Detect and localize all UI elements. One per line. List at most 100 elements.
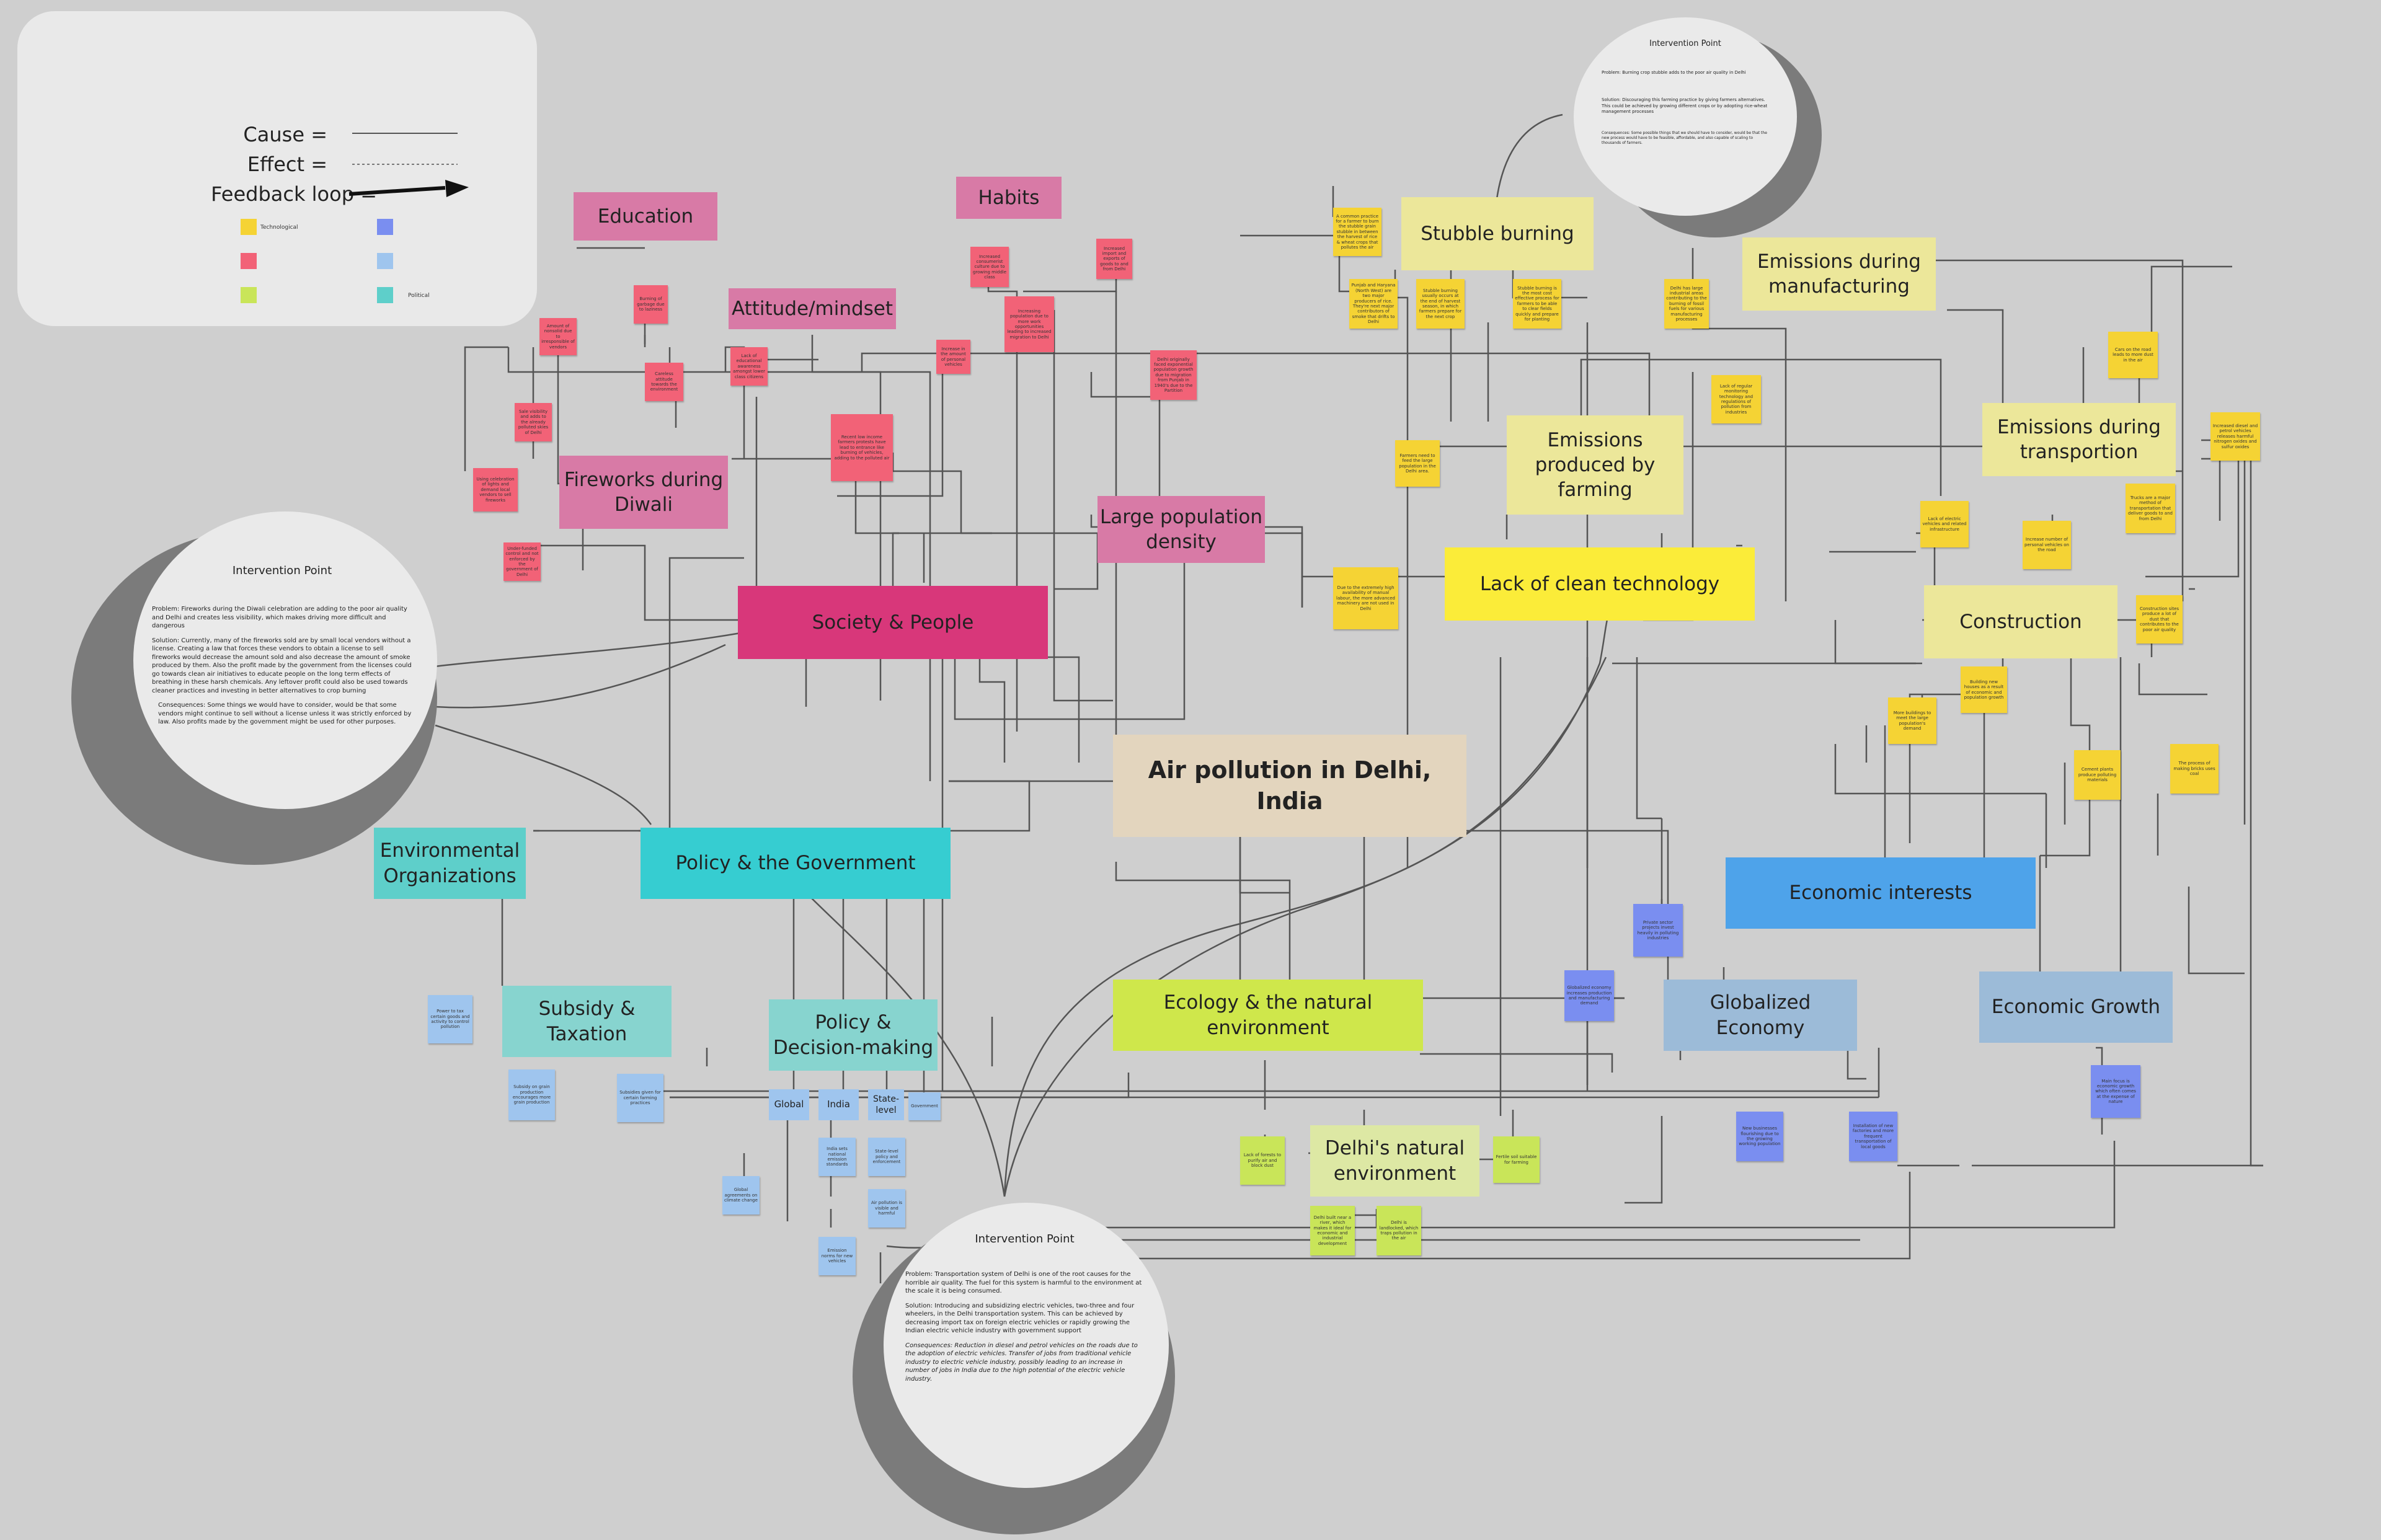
sticky-more-buildings[interactable]: More buildings to meet the large populat… <box>1888 697 1936 744</box>
node-construction[interactable]: Construction <box>1924 585 2117 658</box>
sticky-india-note[interactable]: India sets national emission standards <box>818 1138 856 1176</box>
sticky-sales-fireworks[interactable]: Sale visibility and adds to the already … <box>515 403 552 441</box>
node-policy-government[interactable]: Policy & the Government <box>641 828 951 899</box>
sticky-punjab-haryana[interactable]: Punjab and Haryana (North West) are two … <box>1349 279 1398 329</box>
legend-yellow-swatch <box>241 219 257 235</box>
sticky-lb1[interactable]: Air pollution is visible and harmful <box>868 1189 905 1228</box>
sticky-lb2[interactable]: Emission norms for new vehicles <box>818 1237 856 1275</box>
intervention-bottom-title: Intervention Point <box>975 1232 1075 1246</box>
sticky-trucks[interactable]: Trucks are a major method of transportat… <box>2126 484 2175 533</box>
legend-green-swatch <box>241 287 257 303</box>
sticky-subsidy-grain[interactable]: Subsidy on grain production encourages m… <box>508 1069 555 1120</box>
intervention-bottom-consequences: Consequences: Reduction in diesel and pe… <box>905 1342 1138 1383</box>
sticky-new-businesses[interactable]: New businesses flourishing due to the gr… <box>1736 1112 1783 1161</box>
center-node-air-pollution[interactable]: Air pollution in Delhi, India <box>1113 735 1466 837</box>
node-economic-interests[interactable]: Economic interests <box>1726 857 2036 929</box>
node-global[interactable]: Global <box>769 1089 809 1120</box>
intervention-top-problem: Problem: Burning crop stubble adds to th… <box>1602 70 1746 75</box>
sticky-state-note[interactable]: State-level policy and enforcement <box>868 1138 905 1176</box>
node-india[interactable]: India <box>818 1089 859 1120</box>
sticky-pesticides[interactable]: Lack of regular monitoring technology an… <box>1711 375 1761 423</box>
node-subsidy-taxation[interactable]: Subsidy & Taxation <box>502 986 672 1057</box>
sticky-building-houses[interactable]: Building new houses as a result of econo… <box>1961 666 2007 713</box>
sticky-increase-personal[interactable]: Increase number of personal vehicles on … <box>2023 521 2071 569</box>
node-fireworks[interactable]: Fireworks during Diwali <box>559 456 728 529</box>
intervention-left-consequences: Consequences: Some things we would have … <box>158 702 412 725</box>
sticky-amount-nonsolid[interactable]: Amount of nonsolid due to irresponsible … <box>539 318 577 355</box>
sticky-increased-diesel[interactable]: Increased diesel and petrol vehicles rel… <box>2210 412 2260 461</box>
sticky-delhi-factories[interactable]: Delhi has large industrial areas contrib… <box>1664 279 1709 329</box>
sticky-burning-garbage[interactable]: Burning of garbage due to laziness <box>634 285 668 324</box>
legend-pol-label: Political <box>408 293 430 299</box>
intervention-left-title: Intervention Point <box>232 564 332 577</box>
sticky-gov-note[interactable]: Government <box>908 1092 941 1120</box>
sticky-installation[interactable]: Installation of new factories and more f… <box>1849 1112 1897 1161</box>
sticky-global-note[interactable]: Global agreements on climate change <box>722 1176 760 1215</box>
intervention-left[interactable]: Intervention Point Problem: Fireworks du… <box>71 511 443 865</box>
sticky-increase-in-amount[interactable]: Increase in the amount of personal vehic… <box>936 340 970 374</box>
intervention-top[interactable]: Intervention Point Problem: Burning crop… <box>1574 17 1822 237</box>
sticky-power-to-tax[interactable]: Power to tax certain goods and activity … <box>428 995 472 1043</box>
intervention-left-solution: Solution: Currently, many of the firewor… <box>152 637 412 694</box>
node-habits[interactable]: Habits <box>956 177 1062 219</box>
sticky-stubble-farmers[interactable]: Stubble burning is the most cost effecti… <box>1513 279 1561 329</box>
sticky-subsidy-note[interactable]: Subsidies given for certain farming prac… <box>617 1074 663 1122</box>
legend-teal-swatch <box>377 287 393 303</box>
node-economic-growth[interactable]: Economic Growth <box>1979 971 2173 1043</box>
sticky-increased-vehicle[interactable]: Increased consumerist culture due to gro… <box>970 247 1009 287</box>
intervention-bottom-solution: Solution: Introducing and subsidizing el… <box>905 1302 1135 1335</box>
intervention-top-solution: Solution: Discouraging this farming prac… <box>1602 97 1768 115</box>
node-ecology[interactable]: Ecology & the natural environment <box>1113 980 1423 1051</box>
sticky-farm-feed[interactable]: Farmers need to feed the large populatio… <box>1395 440 1440 487</box>
node-emissions-farming[interactable]: Emissions produced by farming <box>1507 415 1683 515</box>
node-society[interactable]: Society & People <box>738 586 1048 659</box>
node-state-level[interactable]: State-level <box>868 1089 904 1120</box>
sticky-stubble-cheap[interactable]: Stubble burning usually occurs at the en… <box>1416 279 1465 329</box>
sticky-lack-forests[interactable]: Lack of forests to purify air and block … <box>1240 1136 1285 1185</box>
sticky-cement[interactable]: Cement plants produce polluting material… <box>2074 750 2121 800</box>
sticky-increased-imports[interactable]: Increased import and exports of goods to… <box>1096 239 1132 279</box>
sticky-delhi-landlocked[interactable]: Delhi is landlocked, which traps polluti… <box>1377 1206 1421 1255</box>
legend-panel: Cause = Effect = Feedback loop = Technol… <box>17 11 537 326</box>
node-policy-decision-making[interactable]: Policy & Decision-making <box>769 999 938 1071</box>
sticky-under-control[interactable]: Under-funded control and not enforced by… <box>503 542 541 581</box>
sticky-stubble-note[interactable]: A common practice for a farmer to burn t… <box>1333 208 1381 256</box>
legend-cause-label: Cause = <box>243 123 327 146</box>
intervention-left-problem: Problem: Fireworks during the Diwali cel… <box>152 606 407 629</box>
legend-blue-swatch <box>377 219 393 235</box>
node-globalized-economy[interactable]: Globalized Economy <box>1664 980 1857 1051</box>
legend-effect-label: Effect = <box>247 153 327 176</box>
sticky-increasing-job[interactable]: Increasing population due to more work o… <box>1004 296 1054 352</box>
intervention-top-title: Intervention Point <box>1649 39 1721 48</box>
intervention-bottom[interactable]: Intervention Point Problem: Transportati… <box>853 1203 1187 1534</box>
sticky-private-sector[interactable]: Private sector projects invest heavily i… <box>1633 904 1683 957</box>
sticky-main-focus[interactable]: Main focus is economic growth which ofte… <box>2091 1065 2140 1118</box>
sticky-delhi-built[interactable]: Delhi built near a river, which makes it… <box>1310 1206 1355 1255</box>
legend-tech-label: Technological <box>260 224 298 231</box>
sticky-globalized-economy-note[interactable]: Globalized economy increases production … <box>1564 970 1614 1021</box>
legend-lines <box>348 133 469 197</box>
node-emissions-transportation[interactable]: Emissions during transportion <box>1982 403 2176 476</box>
node-lack-clean-technology[interactable]: Lack of clean technology <box>1445 547 1755 621</box>
legend-pink-swatch <box>241 253 257 269</box>
node-delhi-natural-environment[interactable]: Delhi's natural environment <box>1310 1125 1479 1197</box>
node-education[interactable]: Education <box>574 192 717 241</box>
sticky-recent-low-income[interactable]: Recent low income farmers protests have … <box>831 414 893 481</box>
sticky-lack-awareness[interactable]: Lack of educational awareness amongst lo… <box>730 347 768 386</box>
sticky-using-celebration[interactable]: Using celebration of lights and demand l… <box>473 468 518 511</box>
node-attitude[interactable]: Attitude/mindset <box>729 288 896 329</box>
sticky-process-bricks[interactable]: The process of making bricks uses coal <box>2170 744 2219 794</box>
node-emissions-manufacturing[interactable]: Emissions during manufacturing <box>1742 237 1936 311</box>
legend-lightblue-swatch <box>377 253 393 269</box>
sticky-due-to-extreme[interactable]: Due to the extremely high availability o… <box>1333 567 1398 629</box>
sticky-construction-sites[interactable]: Construction sites produce a lot of dust… <box>2136 595 2183 644</box>
sticky-delhi-originally[interactable]: Delhi originally faced exponential popul… <box>1150 350 1197 400</box>
node-population-density[interactable]: Large population density <box>1097 496 1265 563</box>
sticky-fertile-soil[interactable]: Fertile soil suitable for farming <box>1493 1136 1540 1183</box>
sticky-cars-road[interactable]: Cars on the road leads to more dust in t… <box>2108 332 2158 378</box>
node-environmental-organizations[interactable]: Environmental Organizations <box>374 828 526 899</box>
sticky-lack-ev[interactable]: Lack of electric vehicles and related in… <box>1920 501 1969 547</box>
sticky-careless-attitude[interactable]: Careless attitude towards the environmen… <box>645 363 683 401</box>
node-stubble-burning[interactable]: Stubble burning <box>1401 197 1594 270</box>
